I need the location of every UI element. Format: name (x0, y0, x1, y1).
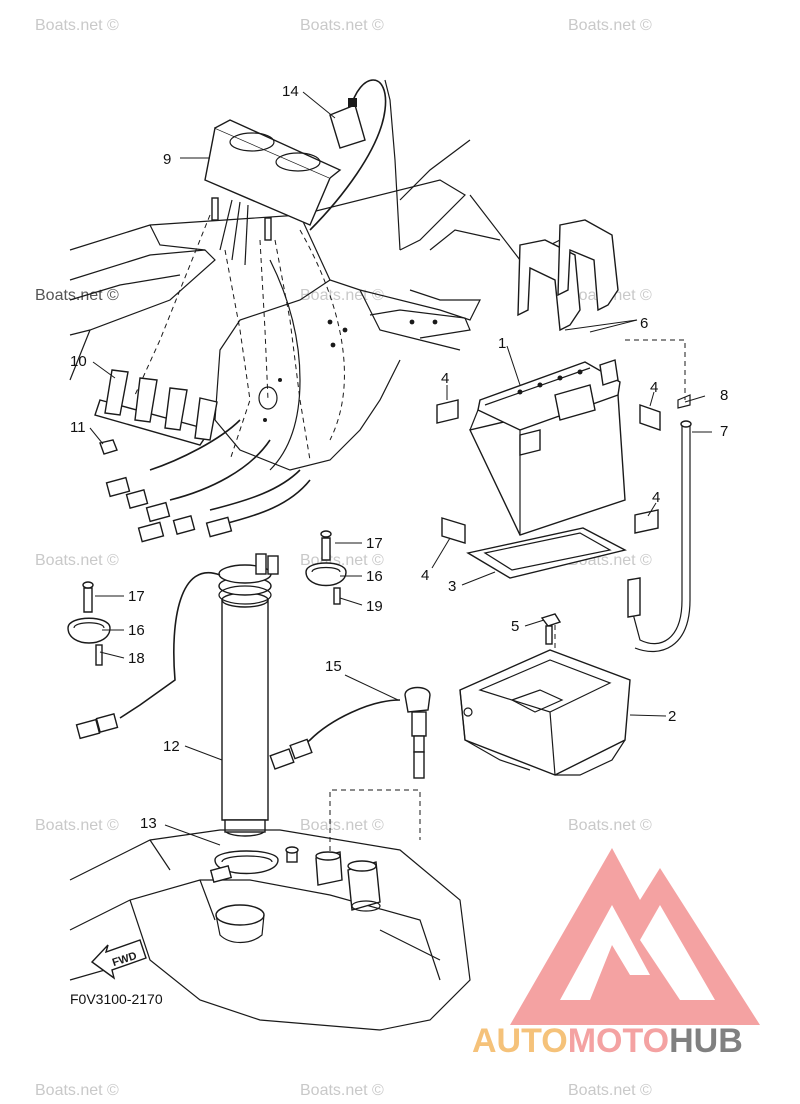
label-part-15: 15 (325, 658, 342, 675)
part-15-sensor (269, 686, 431, 779)
logo-triangle-icon (510, 848, 760, 1025)
part-3-battery-mat (466, 527, 627, 579)
label-part-4: 4 (421, 567, 429, 584)
watermark: Boats.net © (300, 287, 384, 304)
part-12-fuel-sender (75, 553, 279, 837)
logo-text-auto: AUTO (472, 1022, 568, 1060)
label-part-9: 9 (163, 151, 171, 168)
label-part-4: 4 (652, 489, 660, 506)
forward-arrow-icon: FWD (90, 939, 147, 980)
label-part-2: 2 (668, 708, 676, 725)
watermark: Boats.net © (35, 817, 119, 834)
diagram-code: F0V3100-2170 (70, 991, 163, 1007)
label-part-4: 4 (441, 370, 449, 387)
part-2-battery-box (459, 649, 631, 776)
label-part-5: 5 (511, 618, 519, 635)
part-11-connector (99, 439, 118, 455)
label-part-17: 17 (366, 535, 383, 552)
part-1-battery (468, 359, 626, 536)
logo-text-hub: HUB (669, 1022, 743, 1060)
label-part-18: 18 (128, 650, 145, 667)
logo-inner-cutout (560, 905, 650, 1000)
label-part-12: 12 (163, 738, 180, 755)
label-part-17: 17 (128, 588, 145, 605)
part-number-labels: 14 9 10 11 1 4 4 4 4 3 6 8 7 5 2 15 12 1… (70, 83, 728, 832)
label-part-16: 16 (366, 568, 383, 585)
watermark: Boats.net © (35, 552, 119, 569)
label-part-13: 13 (140, 815, 157, 832)
wire-harness (105, 419, 311, 543)
label-part-3: 3 (448, 578, 456, 595)
hull-deck-lower (69, 829, 471, 1031)
watermark: Boats.net © (35, 1082, 119, 1099)
label-part-6: 6 (640, 315, 648, 332)
clamp-parts (67, 530, 347, 666)
label-part-16: 16 (128, 622, 145, 639)
label-part-19: 19 (366, 598, 383, 615)
watermark: Boats.net © (568, 817, 652, 834)
watermark: Boats.net © (568, 17, 652, 34)
watermark: Boats.net © (300, 817, 384, 834)
part-7-8-vent-tube (625, 339, 692, 652)
part-6-battery-straps (517, 219, 619, 332)
logo-wordmark: AUTOMOTOHUB (472, 1022, 743, 1060)
logo-inner-cutout (640, 905, 715, 1000)
watermark: Boats.net © (35, 17, 119, 34)
watermark: Boats.net © (300, 1082, 384, 1099)
watermark: Boats.net © (568, 1082, 652, 1099)
part-9-meter (204, 119, 342, 266)
logo-text-moto: MOTO (568, 1022, 669, 1060)
watermark: Boats.net © (300, 17, 384, 34)
automotohub-logo: AUTOMOTOHUB (472, 848, 760, 1060)
part-10-bracket (94, 369, 218, 446)
part-14-grommet (309, 79, 387, 231)
label-part-7: 7 (720, 423, 728, 440)
label-part-11: 11 (70, 419, 86, 436)
label-part-14: 14 (282, 83, 299, 100)
label-part-4: 4 (650, 379, 658, 396)
part-5-bolt (540, 613, 562, 645)
label-part-8: 8 (720, 387, 728, 404)
label-part-10: 10 (70, 353, 87, 370)
leader-lines (89, 91, 712, 846)
wiring-routes (134, 214, 556, 860)
hull-deck-upper (69, 79, 561, 471)
label-part-1: 1 (498, 335, 506, 352)
